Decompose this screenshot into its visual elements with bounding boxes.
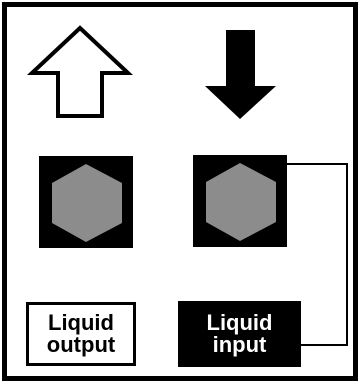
input-connector-line — [287, 163, 348, 346]
liquid-output-line1: Liquid — [48, 310, 114, 335]
liquid-input-label: Liquid input — [178, 301, 301, 367]
output-hexagon-icon — [52, 164, 122, 242]
down-arrow-icon — [205, 30, 276, 119]
up-arrow-icon — [26, 25, 134, 118]
liquid-input-line1: Liquid — [206, 310, 273, 335]
input-port — [193, 155, 287, 247]
input-hexagon-icon — [206, 163, 276, 241]
liquid-output-line2: output — [46, 332, 116, 357]
output-port — [39, 156, 133, 248]
liquid-input-line2: input — [212, 332, 267, 357]
liquid-output-label: Liquid output — [26, 302, 136, 366]
